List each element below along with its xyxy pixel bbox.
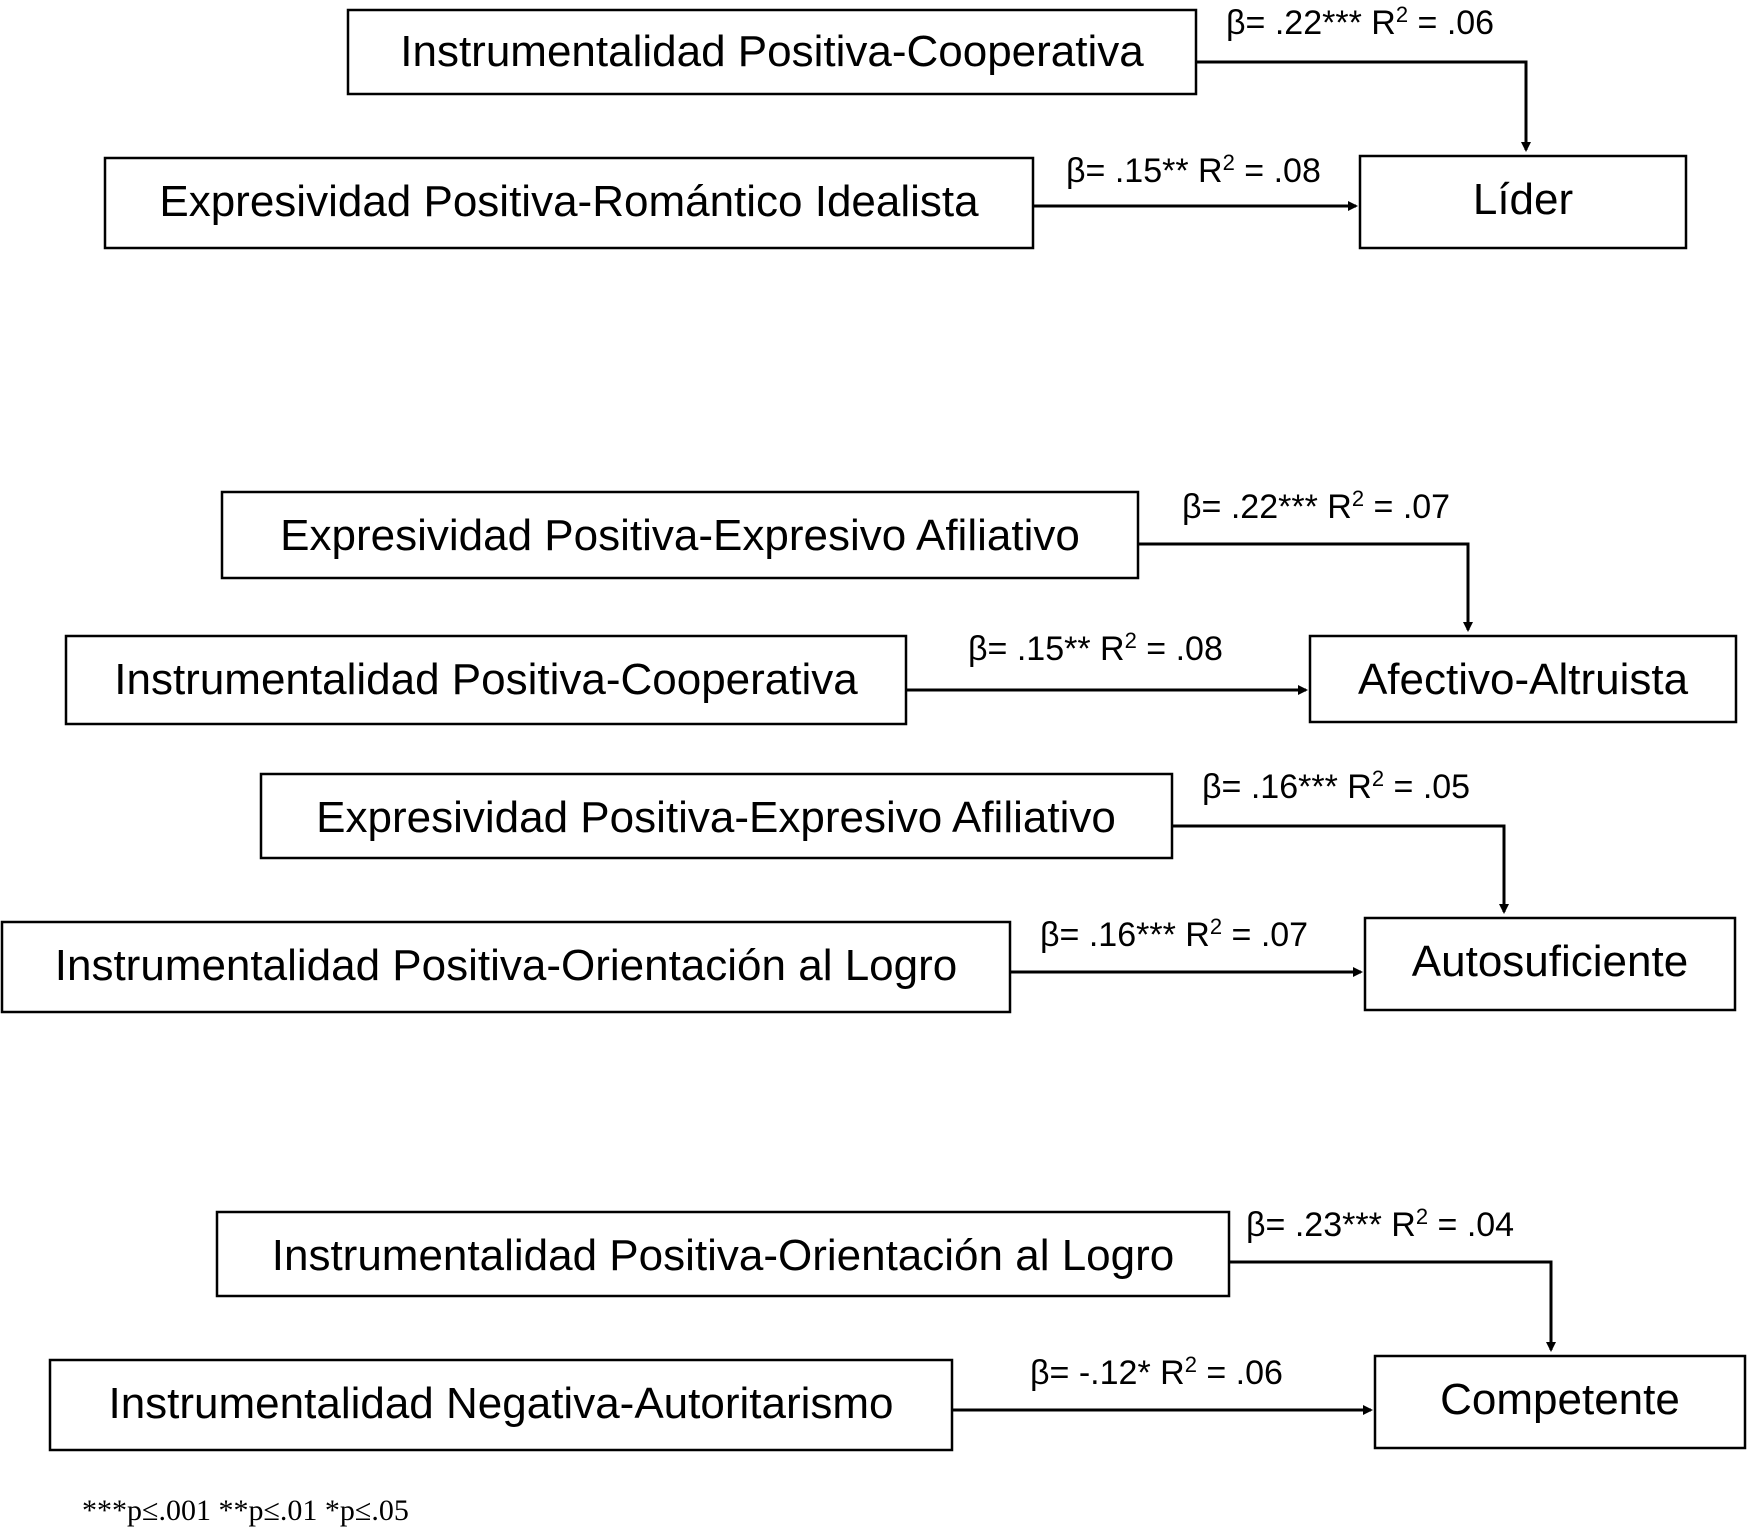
label-instr-coop-1: Instrumentalidad Positiva-Cooperativa: [400, 27, 1144, 76]
coef-instr-coop-lider: β= .22*** R2 = .06: [1226, 2, 1494, 42]
label-afectivo: Afectivo-Altruista: [1358, 655, 1689, 704]
arrow-instr-logro-to-competente: [1229, 1260, 1556, 1352]
box-instr-logro-4: [215, 1210, 1231, 1298]
label-instr-neg: Instrumentalidad Negativa-Autoritarismo: [108, 1379, 893, 1428]
label-expr-afil-3: Expresividad Positiva-Expresivo Afiliati…: [316, 793, 1116, 842]
label-lider: Líder: [1473, 175, 1573, 224]
box-expr-afil-3: [259, 772, 1174, 860]
coef-expr-afil-autosuf: β= .16*** R2 = .05: [1202, 766, 1470, 806]
coef-instr-coop-afectivo: β= .15** R2 = .08: [968, 628, 1223, 668]
box-instr-neg: [48, 1358, 954, 1452]
label-instr-logro-3: Instrumentalidad Positiva-Orientación al…: [55, 941, 957, 990]
box-instr-coop-1: [346, 8, 1198, 96]
coef-instr-logro-autosuf: β= .16*** R2 = .07: [1040, 914, 1308, 954]
panel-afectivo: Expresividad Positiva-Expresivo Afiliati…: [64, 486, 1738, 726]
box-expr-romantico: [103, 156, 1035, 250]
label-instr-logro-4: Instrumentalidad Positiva-Orientación al…: [272, 1231, 1174, 1280]
box-instr-logro-3: [0, 920, 1012, 1014]
coef-instr-logro-competente: β= .23*** R2 = .04: [1246, 1204, 1514, 1244]
box-competente: [1373, 1354, 1747, 1450]
arrow-expr-afil-to-autosuf: [1172, 824, 1509, 914]
arrow-instr-coop-to-lider: [1196, 60, 1531, 152]
coef-expr-rom-lider: β= .15** R2 = .08: [1066, 150, 1321, 190]
panel-competente: Instrumentalidad Positiva-Orientación al…: [48, 1204, 1747, 1452]
label-expr-afil-2: Expresividad Positiva-Expresivo Afiliati…: [280, 511, 1080, 560]
panel-autosuficiente: Expresividad Positiva-Expresivo Afiliati…: [0, 766, 1737, 1014]
label-expr-romantico: Expresividad Positiva-Romántico Idealist…: [159, 177, 979, 226]
panel-lider: Instrumentalidad Positiva-Cooperativa Ex…: [103, 2, 1688, 250]
arrow-expr-afil-to-afectivo: [1138, 542, 1473, 632]
box-expr-afil-2: [220, 490, 1140, 580]
box-autosuficiente: [1363, 916, 1737, 1012]
box-lider: [1358, 154, 1688, 250]
coef-expr-afil-afectivo: β= .22*** R2 = .07: [1182, 486, 1450, 526]
coef-instr-neg-competente: β= -.12* R2 = .06: [1030, 1352, 1283, 1392]
label-autosuficiente: Autosuficiente: [1412, 937, 1688, 986]
box-afectivo: [1308, 634, 1738, 724]
significance-footnote: ***p≤.001 **p≤.01 *p≤.05: [82, 1494, 409, 1527]
label-instr-coop-2: Instrumentalidad Positiva-Cooperativa: [114, 655, 858, 704]
label-competente: Competente: [1440, 1375, 1680, 1424]
box-instr-coop-2: [64, 634, 908, 726]
